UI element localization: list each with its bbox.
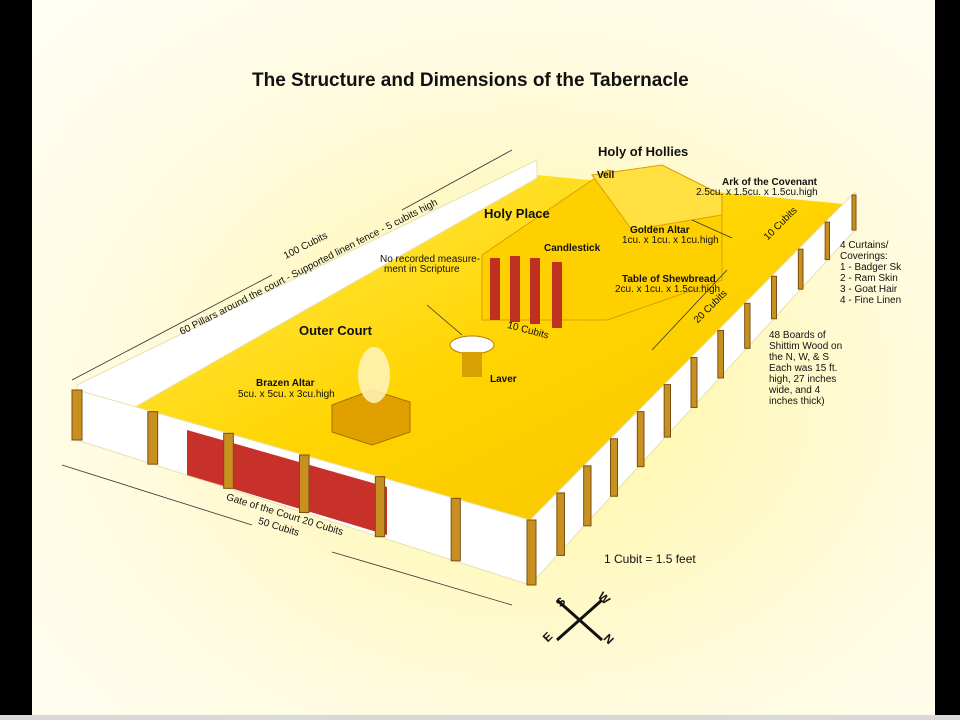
boards-line: 48 Boards of xyxy=(769,330,826,341)
label-holy-of-holies: Holy of Hollies xyxy=(598,144,689,159)
boards-note: 48 Boards of Shittim Wood on the N, W, &… xyxy=(769,330,842,407)
pillar xyxy=(223,432,234,489)
label-veil: Veil xyxy=(597,170,615,181)
label-candlestick: Candlestick xyxy=(544,243,601,254)
pillar xyxy=(771,275,777,320)
pillar xyxy=(744,302,751,349)
pillar xyxy=(299,454,310,513)
pillar xyxy=(450,497,461,562)
pillars xyxy=(71,194,857,586)
pillar xyxy=(71,389,83,441)
holy-of-holies xyxy=(591,164,723,231)
boards-line: the N, W, & S xyxy=(769,352,830,363)
tabernacle-diagram: The Structure and Dimensions of the Tabe… xyxy=(32,0,935,715)
label-golden-altar: Golden Altar xyxy=(630,225,690,236)
label-no-record-2: ment in Scripture xyxy=(384,264,460,275)
pillar xyxy=(824,221,831,261)
pillar xyxy=(851,194,857,231)
tent-curtain-panels xyxy=(490,256,562,328)
label-ark-dims: 2.5cu. x 1.5cu. x 1.5cu.high xyxy=(696,187,818,198)
pillar xyxy=(374,476,386,538)
dimension-lines xyxy=(61,149,733,606)
boards-line: Shittim Wood on xyxy=(769,341,843,352)
label-cubit-scale: 1 Cubit = 1.5 feet xyxy=(604,552,696,566)
curtains-line: 3 - Goat Hair xyxy=(840,284,898,295)
court-gate xyxy=(187,430,387,535)
pillar xyxy=(636,411,645,468)
pillar xyxy=(663,384,672,438)
bottom-strip xyxy=(0,715,960,720)
boards-line: inches thick) xyxy=(769,396,825,407)
boards-line: Each was 15 ft. xyxy=(769,363,838,374)
pillar xyxy=(690,357,698,408)
label-holy-place: Holy Place xyxy=(484,206,550,221)
laver-base xyxy=(462,352,482,377)
tabernacle-illustration xyxy=(61,149,857,642)
label-shewbread: Table of Shewbread xyxy=(622,274,716,285)
pillar xyxy=(797,248,804,290)
compass-icon xyxy=(556,598,603,642)
pillar xyxy=(556,492,565,556)
label-shewbread-dims: 2cu. x 1cu. x 1.5cu.high xyxy=(615,284,721,295)
label-brazen-altar: Brazen Altar xyxy=(256,378,315,389)
curtains-list: 4 Curtains/ Coverings: 1 - Badger Sk 2 -… xyxy=(840,240,901,306)
curtains-line: 1 - Badger Sk xyxy=(840,262,902,273)
laver xyxy=(449,335,495,355)
curtains-line: 4 - Fine Linen xyxy=(840,295,902,306)
label-brazen-altar-dims: 5cu. x 5cu. x 3cu.high xyxy=(238,389,335,400)
boards-line: high, 27 inches xyxy=(769,374,837,385)
pillar xyxy=(717,329,724,379)
label-golden-altar-dims: 1cu. x 1cu. x 1cu.high xyxy=(622,235,719,246)
label-no-record-1: No recorded measure- xyxy=(380,254,481,265)
label-ark: Ark of the Covenant xyxy=(722,177,818,188)
altar-fire xyxy=(358,347,390,403)
label-laver: Laver xyxy=(490,374,517,385)
curtains-line: 2 - Ram Skin xyxy=(840,273,898,284)
boards-line: wide, and 4 xyxy=(769,385,821,396)
diagram-title: The Structure and Dimensions of the Tabe… xyxy=(252,70,689,91)
pillar xyxy=(583,465,592,527)
pillar xyxy=(147,411,159,465)
curtains-line: Coverings: xyxy=(840,251,888,262)
curtains-line: 4 Curtains/ xyxy=(840,240,889,251)
pillar xyxy=(610,438,618,497)
label-outer-court: Outer Court xyxy=(299,323,372,338)
pillar xyxy=(526,519,537,586)
